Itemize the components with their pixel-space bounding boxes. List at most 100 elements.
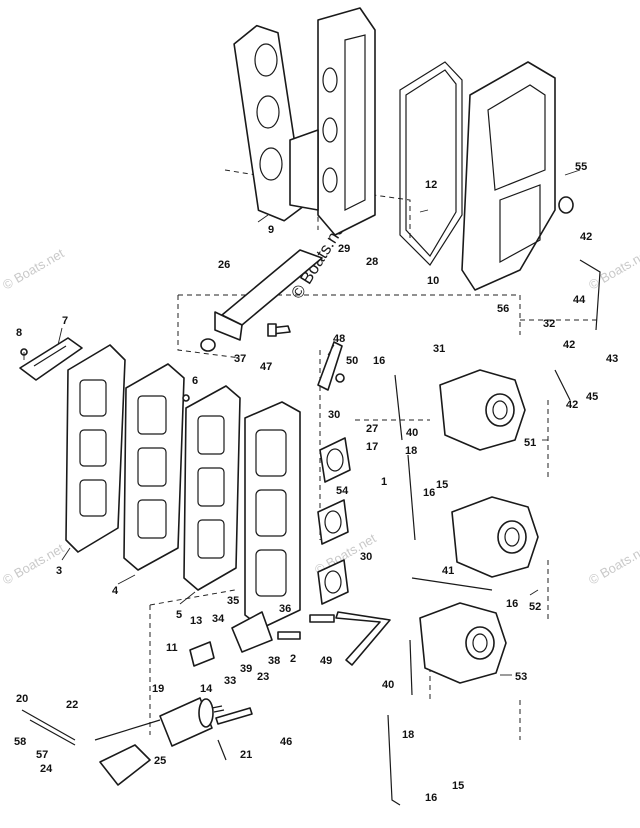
callout-48: 48 [333,333,345,345]
callout-34: 34 [212,613,225,625]
bolt-47 [267,323,291,337]
callout-43: 43 [606,353,618,365]
callout-50: 50 [346,355,358,367]
screw-50 [335,373,345,383]
callout-16-d: 16 [425,792,437,804]
callout-2: 2 [290,653,296,665]
linkage-rods [387,259,601,806]
callout-16-b: 16 [423,487,435,499]
callout-57: 57 [36,749,48,761]
callout-22: 22 [66,699,78,711]
carburetor-top [439,369,526,451]
callout-40-a: 40 [406,427,418,439]
cap-37 [200,338,216,352]
balance-tube [214,249,323,341]
callout-38: 38 [268,655,280,667]
wires [21,709,227,761]
callout-30-a: 30 [328,409,340,421]
callout-42-b: 42 [563,339,575,351]
callout-5: 5 [176,609,182,621]
clip-13 [189,641,215,667]
solenoid [159,697,214,747]
cover-gasket [399,61,463,266]
carburetor-bottom [419,602,507,684]
gasket-3 [65,344,126,553]
reed-plate [244,401,301,629]
callout-36: 36 [279,603,291,615]
callout-51: 51 [524,437,536,449]
callout-45: 45 [586,391,598,403]
callout-7: 7 [62,315,68,327]
callout-41: 41 [442,565,454,577]
callout-18-b: 18 [402,729,414,741]
callout-30-b: 30 [360,551,372,563]
callout-29: 29 [338,243,350,255]
callout-39: 39 [240,663,252,675]
callout-18-a: 18 [405,445,417,457]
screw-6 [182,394,190,402]
callout-28: 28 [366,256,378,268]
plug [558,196,574,214]
callout-23: 23 [257,671,269,683]
bolt-2 [309,614,335,623]
callout-1: 1 [381,476,387,488]
callout-46: 46 [280,736,292,748]
callout-49: 49 [320,655,332,667]
watermark-left-bottom: © Boats.net [0,540,67,587]
bolt-38 [277,631,301,640]
watermark-right-bottom: © Boats.net [586,540,640,587]
callout-12: 12 [425,179,437,191]
callout-8: 8 [16,327,22,339]
callout-15-a: 15 [436,479,448,491]
callout-27: 27 [366,423,378,435]
callout-24: 24 [40,763,53,775]
spring [211,705,225,713]
choke-bracket [231,611,273,653]
plate-4 [123,363,185,571]
callout-35: 35 [227,595,239,607]
solenoid-bracket [99,744,151,786]
callout-52: 52 [529,601,541,613]
callout-9: 9 [268,224,274,236]
callout-10: 10 [427,275,439,287]
callout-4: 4 [112,585,119,597]
callout-37: 37 [234,353,246,365]
plunger [215,707,253,725]
callout-26: 26 [218,259,230,271]
intake-manifold [289,7,376,236]
callout-42-a: 42 [580,231,592,243]
callout-15-b: 15 [452,780,464,792]
callout-54: 54 [336,485,349,497]
callout-47: 47 [260,361,272,373]
callout-53: 53 [515,671,527,683]
callout-13: 13 [190,615,202,627]
gasket-5 [183,385,241,591]
callout-17: 17 [366,441,378,453]
callout-25: 25 [154,755,166,767]
callout-20: 20 [16,693,28,705]
callout-11: 11 [166,642,178,654]
callout-31: 31 [433,343,445,355]
callout-14: 14 [200,683,213,695]
callout-56: 56 [497,303,509,315]
carburetor-middle [451,496,539,578]
callout-32: 32 [543,318,555,330]
callout-33: 33 [224,675,236,687]
callout-21: 21 [240,749,252,761]
watermark-left-top: © Boats.net [0,245,67,292]
reed-block [19,337,83,381]
callout-16-a: 16 [373,355,385,367]
leader-lines [23,169,581,676]
callout-16-c: 16 [506,598,518,610]
callout-labels: 9 12 55 10 29 28 42 26 44 56 32 7 8 48 4… [14,161,618,804]
callout-3: 3 [56,565,62,577]
callout-19: 19 [152,683,164,695]
bracket-48 [317,341,343,391]
fuel-line [335,611,391,666]
callout-55: 55 [575,161,587,173]
callout-58: 58 [14,736,26,748]
callout-44: 44 [573,294,586,306]
callout-42-c: 42 [566,399,578,411]
